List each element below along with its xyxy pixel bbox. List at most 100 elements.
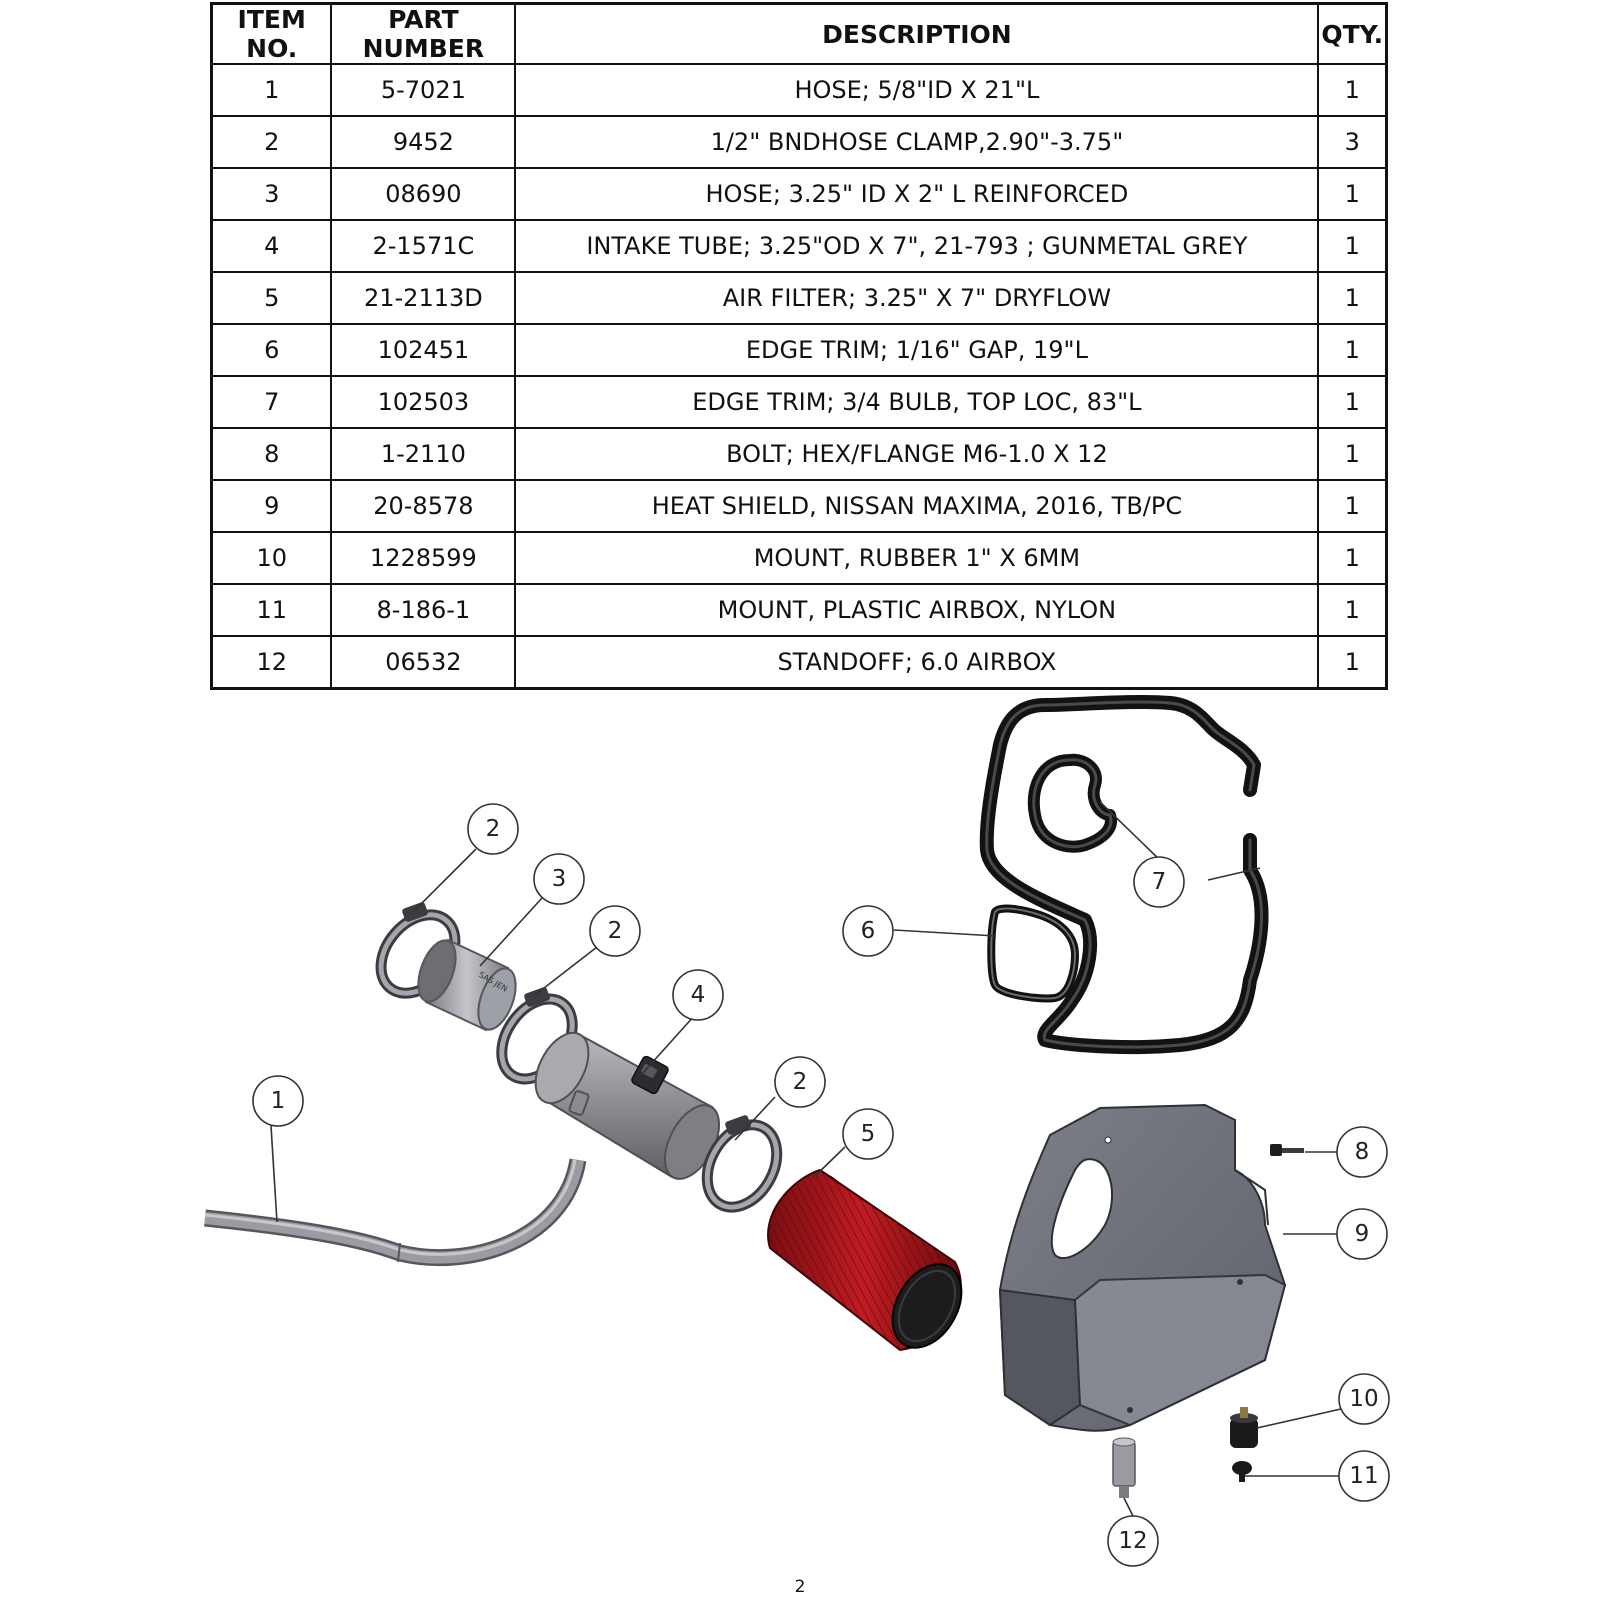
part-number: 06532 <box>330 635 517 690</box>
air-filter-part-5 <box>767 1168 963 1352</box>
callout-10: 10 <box>1338 1373 1390 1425</box>
quantity: 1 <box>1317 63 1388 117</box>
description: INTAKE TUBE; 3.25"OD X 7", 21-793 ; GUNM… <box>514 219 1320 273</box>
callout-5: 5 <box>842 1108 894 1160</box>
callout-label: 4 <box>691 982 706 1008</box>
item-number: 11 <box>210 583 333 637</box>
header-description: DESCRIPTION <box>514 2 1320 65</box>
item-number: 6 <box>210 323 333 377</box>
part-number: 21-2113D <box>330 271 517 325</box>
callout-label: 7 <box>1152 869 1167 895</box>
description: EDGE TRIM; 3/4 BULB, TOP LOC, 83"L <box>514 375 1320 429</box>
quantity: 3 <box>1317 115 1388 169</box>
callout-label: 11 <box>1349 1463 1378 1489</box>
callout-label: 3 <box>552 866 567 892</box>
callout-8: 8 <box>1336 1126 1388 1178</box>
hose-part-1 <box>204 1158 587 1267</box>
description: 1/2" BNDHOSE CLAMP,2.90"-3.75" <box>514 115 1320 169</box>
part-number: 1-2110 <box>330 427 517 481</box>
quantity: 1 <box>1317 479 1388 533</box>
quantity: 1 <box>1317 271 1388 325</box>
edge-trim-part-7 <box>979 695 1269 1055</box>
description: HOSE; 3.25" ID X 2" L REINFORCED <box>514 167 1320 221</box>
callout-label: 2 <box>793 1069 808 1095</box>
callout-6: 6 <box>842 905 894 957</box>
rubber-mount-part-10 <box>1230 1407 1258 1448</box>
callout-2-b: 2 <box>589 905 641 957</box>
intake-tube-part-4 <box>534 1031 721 1180</box>
item-number: 9 <box>210 479 333 533</box>
item-number: 1 <box>210 63 333 117</box>
part-number: 8-186-1 <box>330 583 517 637</box>
item-number: 7 <box>210 375 333 429</box>
callout-3: 3 <box>533 853 585 905</box>
part-number: 20-8578 <box>330 479 517 533</box>
description: MOUNT, PLASTIC AIRBOX, NYLON <box>514 583 1320 637</box>
description: MOUNT, RUBBER 1" X 6MM <box>514 531 1320 585</box>
header-part-number: PART NUMBER <box>330 2 517 65</box>
callout-label: 5 <box>861 1121 876 1147</box>
quantity: 1 <box>1317 323 1388 377</box>
quantity: 1 <box>1317 167 1388 221</box>
quantity: 1 <box>1317 375 1388 429</box>
quantity: 1 <box>1317 635 1388 690</box>
coupler-hose-part-3: SAS JEN <box>417 938 517 1032</box>
header-item-no: ITEM NO. <box>210 2 333 65</box>
callout-label: 9 <box>1355 1221 1370 1247</box>
item-number: 2 <box>210 115 333 169</box>
part-number: 102451 <box>330 323 517 377</box>
item-number: 5 <box>210 271 333 325</box>
description: EDGE TRIM; 1/16" GAP, 19"L <box>514 323 1320 377</box>
description: STANDOFF; 6.0 AIRBOX <box>514 635 1320 690</box>
part-number: 1228599 <box>330 531 517 585</box>
callout-7: 7 <box>1133 856 1185 908</box>
callout-12: 12 <box>1107 1515 1159 1567</box>
quantity: 1 <box>1317 219 1388 273</box>
exploded-assembly-diagram: SAS JEN <box>204 695 1390 1567</box>
part-number: 5-7021 <box>330 63 517 117</box>
heat-shield-part-9 <box>998 1103 1287 1432</box>
callout-2-c: 2 <box>774 1056 826 1108</box>
item-number: 10 <box>210 531 333 585</box>
callout-label: 8 <box>1355 1139 1370 1165</box>
callout-label: 6 <box>861 918 876 944</box>
callout-4: 4 <box>672 969 724 1021</box>
callout-11: 11 <box>1338 1450 1390 1502</box>
callout-2-a: 2 <box>467 803 519 855</box>
quantity: 1 <box>1317 427 1388 481</box>
callout-label: 10 <box>1349 1386 1378 1412</box>
part-number: 08690 <box>330 167 517 221</box>
quantity: 1 <box>1317 583 1388 637</box>
standoff-part-12 <box>1112 1437 1136 1498</box>
description: HOSE; 5/8"ID X 21"L <box>514 63 1320 117</box>
item-number: 8 <box>210 427 333 481</box>
part-number: 102503 <box>330 375 517 429</box>
callout-label: 12 <box>1118 1528 1147 1554</box>
description: AIR FILTER; 3.25" X 7" DRYFLOW <box>514 271 1320 325</box>
quantity: 1 <box>1317 531 1388 585</box>
part-number: 9452 <box>330 115 517 169</box>
item-number: 12 <box>210 635 333 690</box>
page-number: 2 <box>794 1577 806 1597</box>
item-number: 3 <box>210 167 333 221</box>
edge-trim-part-6 <box>987 904 1079 1003</box>
callout-label: 2 <box>608 918 623 944</box>
callout-9: 9 <box>1336 1208 1388 1260</box>
part-number: 2-1571C <box>330 219 517 273</box>
callout-label: 1 <box>271 1088 286 1114</box>
nylon-mount-part-11 <box>1232 1461 1252 1482</box>
callout-1: 1 <box>252 1075 304 1127</box>
